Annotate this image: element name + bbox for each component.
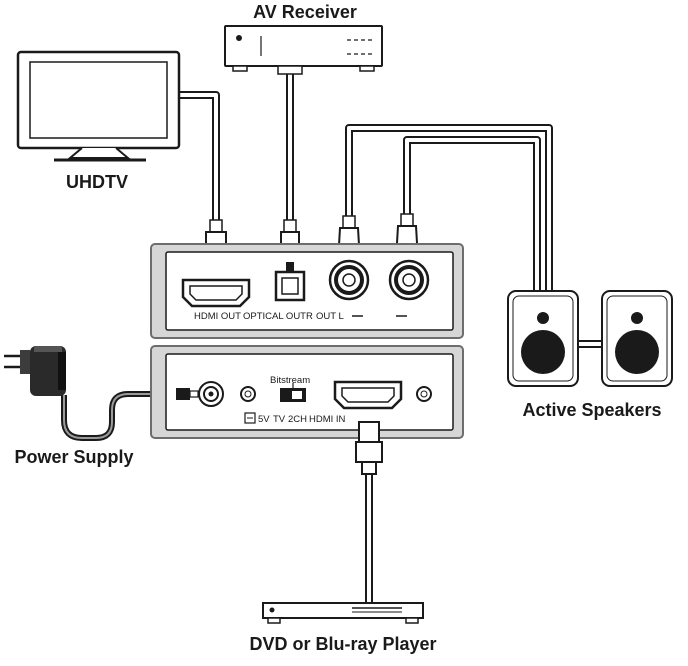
optical-out-label: OPTICAL OUT <box>243 311 306 322</box>
av-receiver-label: AV Receiver <box>253 2 357 22</box>
rca-cable <box>345 124 553 290</box>
rca-left-port <box>388 259 430 301</box>
rca-left-label: OUT L <box>316 311 344 322</box>
cables <box>61 70 553 605</box>
two-ch-label: 2CH <box>288 414 307 425</box>
speaker-right <box>601 290 673 387</box>
rca-right-port <box>328 259 370 301</box>
power-plug <box>176 388 199 400</box>
optical-out-port <box>274 262 306 302</box>
hdmi-in-plug <box>355 421 383 475</box>
power-cable <box>61 391 176 441</box>
rca-right-label: R <box>306 311 313 322</box>
hdmi-in-port <box>333 380 403 410</box>
top-panel: HDMI OUT OPTICAL OUT R OUT L <box>150 243 464 339</box>
hdmi-out-port <box>181 278 251 308</box>
speaker-left <box>507 290 579 387</box>
active-speakers-label: Active Speakers <box>522 400 661 420</box>
hdmi-in-label: HDMI IN <box>309 414 346 425</box>
hdmi-out-cable <box>178 91 220 222</box>
dvd-player-label: DVD or Blu-ray Player <box>249 634 436 654</box>
uhdtv <box>16 50 181 162</box>
dc-symbol <box>244 412 256 424</box>
bottom-panel: Bitstream 5V TV 2CH HDMI IN <box>150 345 464 439</box>
power-supply-label: Power Supply <box>14 447 133 467</box>
bitstream-switch <box>280 383 306 402</box>
dc-power-jack <box>198 381 224 407</box>
av-receiver <box>224 25 383 75</box>
dc-5v-label: 5V <box>258 414 270 425</box>
power-adapter <box>4 346 66 396</box>
hdmi-out-label: HDMI OUT <box>194 311 241 322</box>
tv-label: TV <box>273 414 286 425</box>
active-speakers <box>507 290 673 387</box>
power-led <box>240 386 256 402</box>
status-led <box>416 386 432 402</box>
uhdtv-label: UHDTV <box>66 172 128 192</box>
dvd-player <box>262 602 424 624</box>
bitstream-label: Bitstream <box>270 375 310 386</box>
